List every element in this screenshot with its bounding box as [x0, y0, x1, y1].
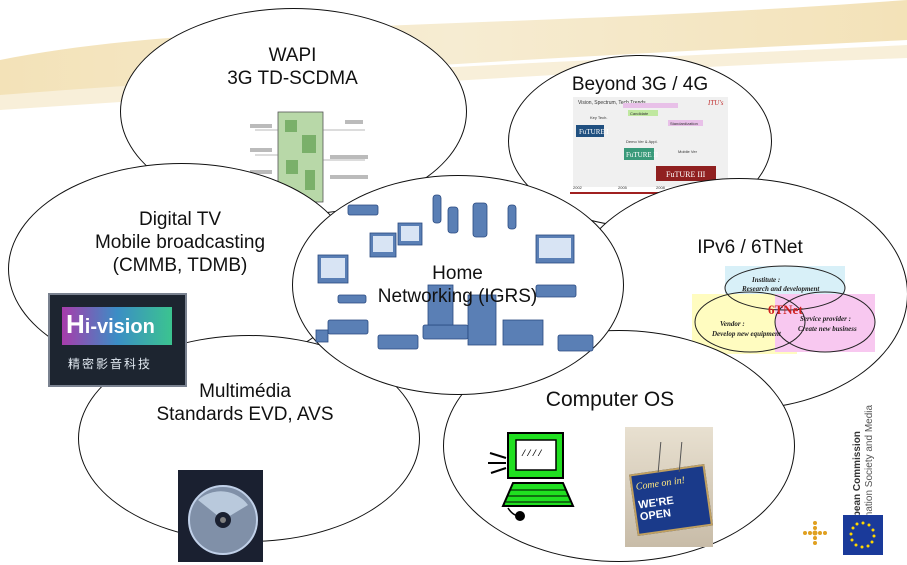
future-box-1: [576, 125, 604, 137]
6tnet-label: 6TNet: [768, 302, 803, 317]
callout-mobile: Mobile Ver: [678, 149, 698, 154]
wapi-label: WAPI 3G TD-SCDMA: [200, 44, 385, 90]
home-networking-label: Home Networking (IGRS): [345, 262, 570, 308]
future-box-3: [656, 166, 716, 181]
dvd-disc-image: [178, 470, 263, 562]
network-devices-art: [315, 194, 594, 352]
open-sign-line2: WE'RE OPEN: [637, 494, 675, 524]
vendor-sub: Develop new equipment: [711, 330, 782, 338]
service-label: Service provider :: [800, 315, 851, 323]
hi-vision-chinese: 精密影音科技: [68, 357, 153, 371]
callout-standardization: Standardization: [670, 121, 698, 126]
hi-vision-logo: Hi-vision 精密影音科技: [48, 293, 187, 387]
svg-text:2008: 2008: [656, 185, 666, 190]
future-label-2: FuTURE II: [626, 151, 659, 159]
callout-demo: Demo Ver & Appl.: [626, 139, 658, 144]
multimedia-title: Multimédia: [199, 381, 291, 402]
roadmap-caption: Vision, Spectrum, Tech Trends: [578, 100, 646, 106]
svg-text:////: ////: [521, 449, 543, 459]
digital-tv-title: Digital TV: [138, 209, 221, 230]
ipv6-label: IPv6 / 6TNet: [697, 237, 803, 258]
computer-os-label: Computer OS: [545, 388, 675, 411]
future-label-3: FuTURE III: [666, 170, 706, 179]
home-subtitle: Networking (IGRS): [377, 286, 538, 307]
itu-label: ITU's: [707, 99, 724, 107]
hi-vision-prefix: H: [66, 309, 85, 339]
6tnet-diagram: Institute : Research and development 6TN…: [692, 265, 876, 354]
hi-vision-brand: i-vision: [84, 316, 155, 338]
future-label-1: FuTURE I: [579, 128, 609, 136]
wapi-title: WAPI: [268, 45, 317, 66]
digital-tv-label: Digital TV Mobile broadcasting (CMMB, TD…: [60, 208, 300, 277]
svg-text:2002: 2002: [573, 185, 583, 190]
open-sign-line1: Come on in!: [635, 474, 686, 493]
td-scdma-diagram: [250, 111, 368, 203]
home-title: Home: [432, 263, 483, 284]
multimedia-subtitle: Standards EVD, AVS: [156, 404, 334, 425]
eu-flag-icon: [843, 515, 883, 555]
dot-cross-logo: [803, 521, 827, 545]
institute-label: Institute :: [751, 276, 780, 284]
institute-sub: Research and development: [741, 285, 820, 293]
wapi-subtitle: 3G TD-SCDMA: [227, 68, 358, 89]
beyond-3g-label: Beyond 3G / 4G: [571, 74, 709, 95]
svg-text:2005: 2005: [618, 185, 628, 190]
service-sub: Create new business: [798, 325, 857, 333]
computer-clipart: ////: [488, 432, 575, 521]
vendor-label: Vendor :: [720, 320, 745, 328]
open-sign-image: Come on in! WE'RE OPEN: [625, 427, 713, 547]
multimedia-label: Multimédia Standards EVD, AVS: [130, 380, 360, 426]
future-roadmap-diagram: Vision, Spectrum, Tech Trends ITU's FuTU…: [570, 97, 733, 194]
callout-key-tech: Key Tech.: [590, 115, 608, 120]
digital-tv-subtitle: Mobile broadcasting: [94, 232, 266, 253]
callout-candidate: Candidate: [630, 111, 649, 116]
future-box-2: [624, 148, 654, 160]
digital-tv-standards: (CMMB, TDMB): [112, 255, 248, 276]
